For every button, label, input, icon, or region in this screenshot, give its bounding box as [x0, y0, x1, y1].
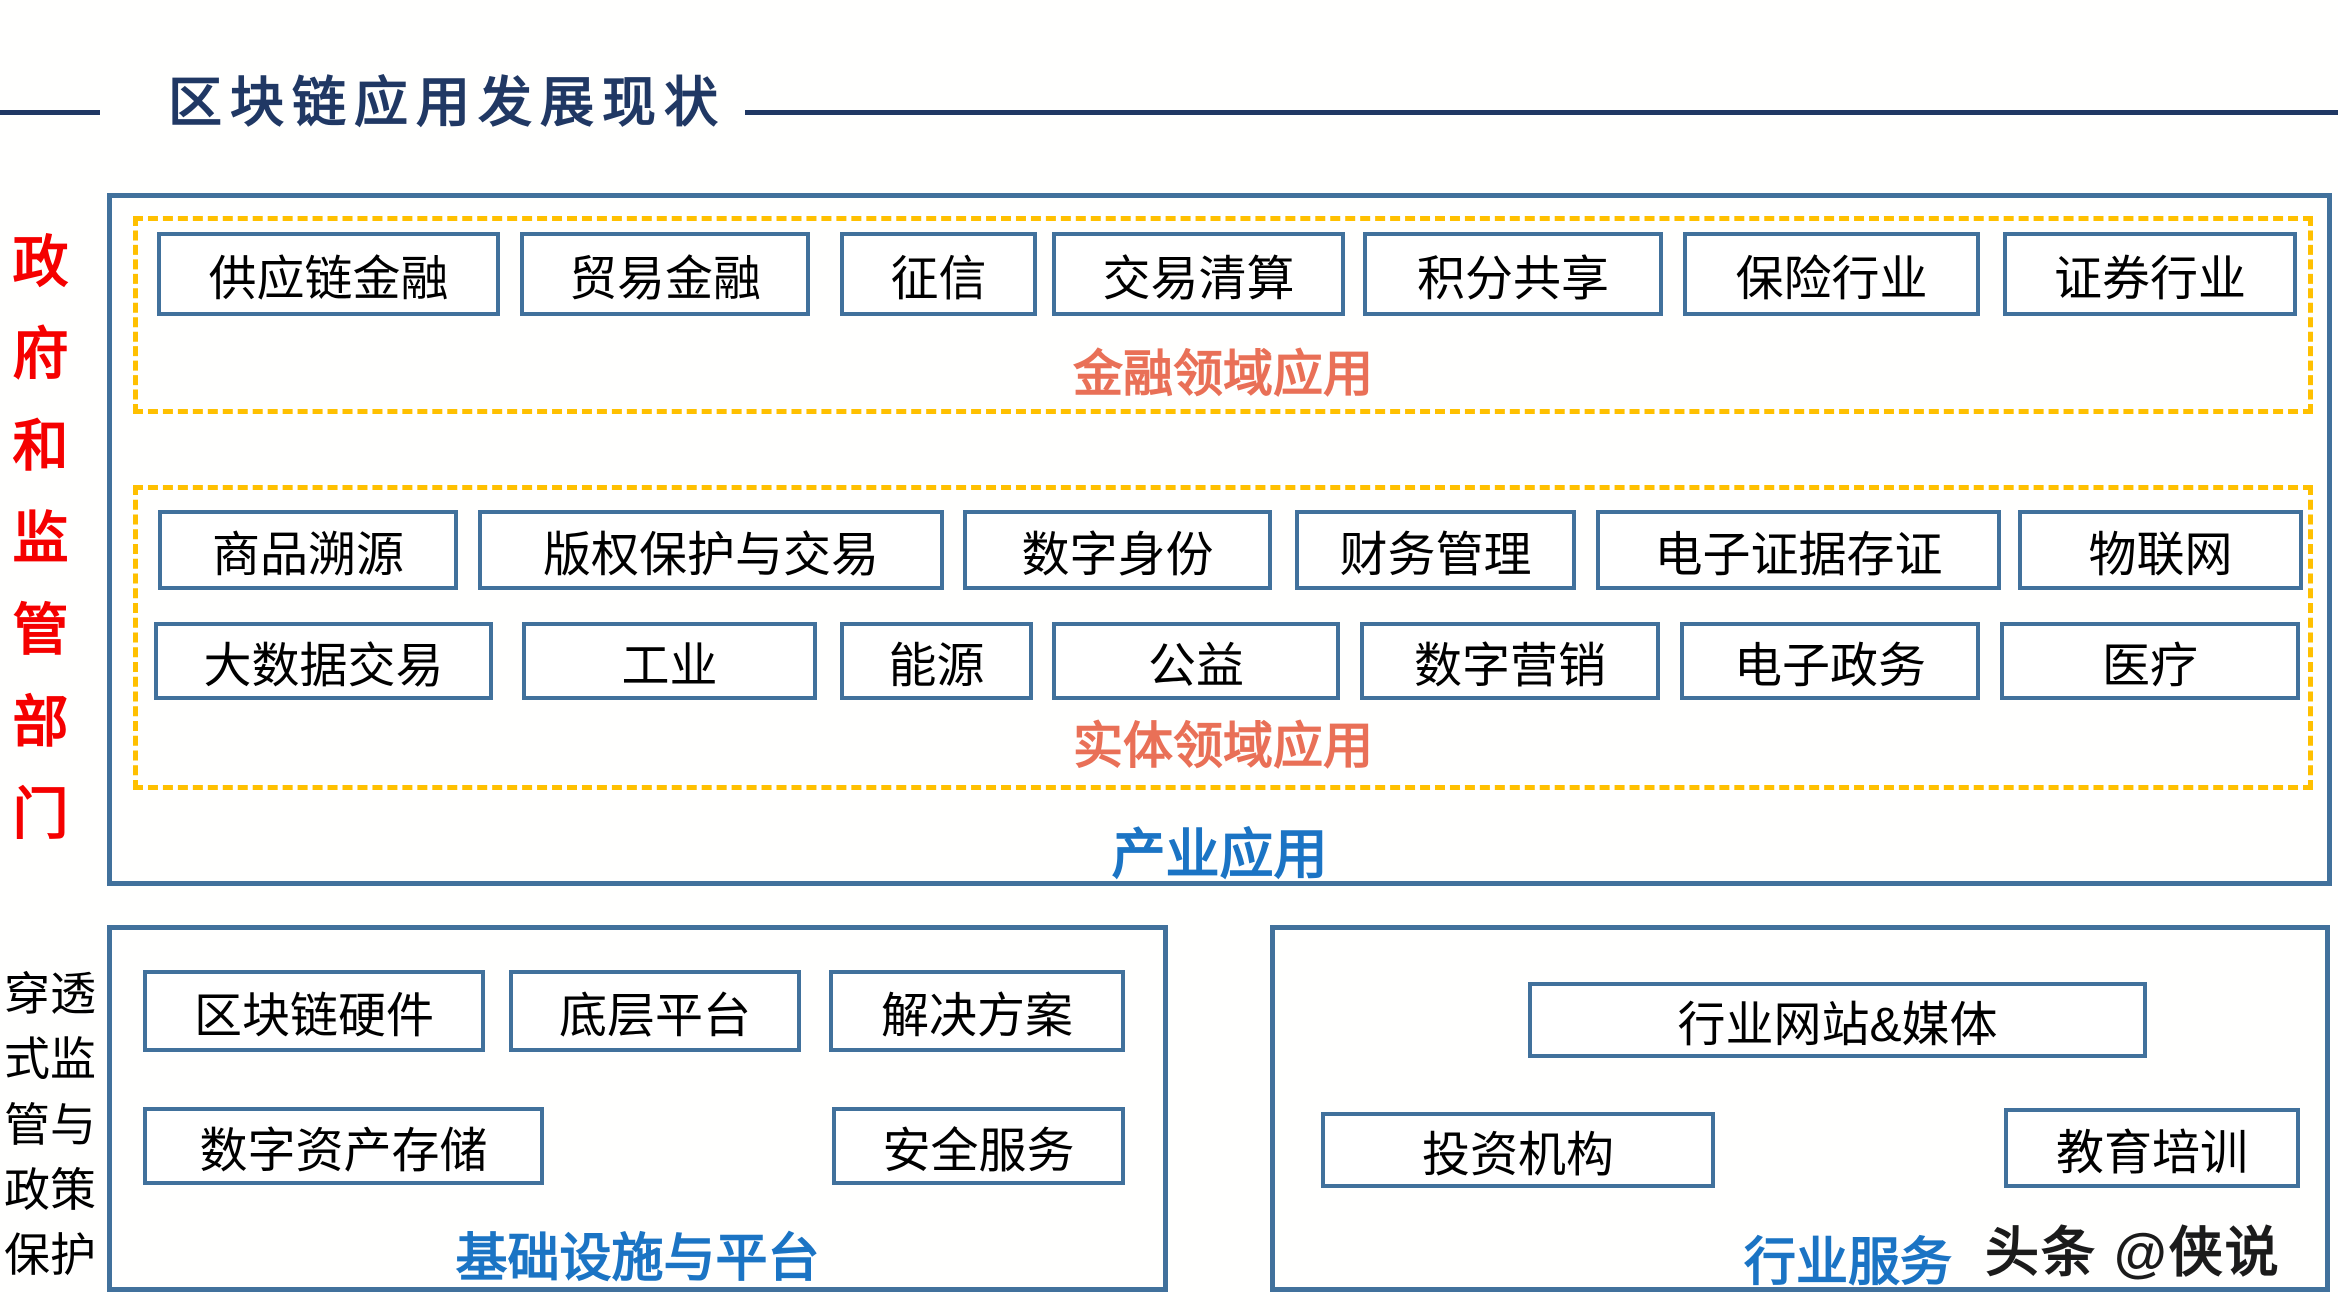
box-label: 交易清算: [1102, 253, 1295, 306]
box-electronic-evidence-deposit: 电子证据存证: [1596, 510, 2001, 590]
box-trade-finance: 贸易金融: [520, 232, 810, 316]
box-industry-website-media: 行业网站&媒体: [1528, 982, 2147, 1058]
box-education-training: 教育培训: [2004, 1108, 2300, 1188]
box-label: 公益: [1147, 640, 1244, 693]
box-insurance-industry: 保险行业: [1683, 232, 1980, 316]
box-label: 电子证据存证: [1654, 529, 1943, 582]
box-label: 数字身份: [1021, 529, 1214, 582]
box-label: 版权保护与交易: [542, 529, 879, 582]
box-digital-identity: 数字身份: [963, 510, 1272, 590]
infrastructure-frame: [107, 925, 1168, 1292]
box-label: 数字资产存储: [199, 1125, 488, 1178]
box-blockchain-hardware: 区块链硬件: [143, 970, 485, 1052]
entity-group-label: 实体领域应用: [1073, 718, 1373, 774]
box-solutions: 解决方案: [829, 970, 1125, 1052]
box-securities-industry: 证券行业: [2003, 232, 2297, 316]
box-investment-institutions: 投资机构: [1321, 1112, 1715, 1188]
box-big-data-trading: 大数据交易: [154, 622, 493, 700]
box-healthcare: 医疗: [2000, 622, 2300, 700]
box-energy: 能源: [840, 622, 1033, 700]
box-label: 底层平台: [558, 990, 751, 1043]
government-regulators-label: 政府和监管部门: [5, 232, 68, 876]
box-label: 证券行业: [2053, 253, 2246, 306]
box-e-government: 电子政务: [1680, 622, 1980, 700]
box-label: 财务管理: [1339, 529, 1532, 582]
box-base-platform: 底层平台: [509, 970, 801, 1052]
industry-services-label: 行业服务: [1743, 1234, 1952, 1292]
box-security-services: 安全服务: [832, 1107, 1125, 1185]
entity-group-frame: [133, 485, 2313, 790]
box-label: 工业: [621, 640, 718, 693]
industry-application-label: 产业应用: [1111, 825, 1328, 885]
industry-services-frame: [1270, 925, 2330, 1292]
box-label: 物联网: [2088, 529, 2233, 582]
box-financial-management: 财务管理: [1295, 510, 1576, 590]
box-label: 投资机构: [1421, 1129, 1614, 1182]
box-label: 供应链金融: [208, 253, 449, 306]
box-public-welfare: 公益: [1052, 622, 1340, 700]
industry-application-frame: [107, 193, 2332, 886]
supervision-policy-label: 穿透式监管与政策保护: [4, 968, 96, 1282]
box-label: 电子政务: [1733, 640, 1926, 693]
box-label: 医疗: [2101, 640, 2198, 693]
box-label: 积分共享: [1416, 253, 1609, 306]
box-credit-reporting: 征信: [840, 232, 1037, 316]
box-label: 商品溯源: [211, 529, 404, 582]
box-label: 行业网站&媒体: [1677, 999, 1998, 1052]
box-label: 征信: [890, 253, 987, 306]
box-trade-clearing: 交易清算: [1052, 232, 1345, 316]
box-digital-asset-storage: 数字资产存储: [143, 1107, 544, 1185]
box-label: 区块链硬件: [193, 990, 434, 1043]
watermark-text: 头条 @侠说: [1985, 1223, 2281, 1283]
box-label: 解决方案: [880, 990, 1073, 1043]
box-points-sharing: 积分共享: [1363, 232, 1663, 316]
box-industry: 工业: [522, 622, 817, 700]
box-label: 教育培训: [2055, 1127, 2248, 1180]
finance-group-frame: [133, 216, 2313, 414]
box-product-traceability: 商品溯源: [158, 510, 458, 590]
box-digital-marketing: 数字营销: [1360, 622, 1660, 700]
box-label: 数字营销: [1413, 640, 1606, 693]
title-rule-left: [0, 110, 100, 115]
box-copyright-protection-trading: 版权保护与交易: [478, 510, 944, 590]
title-rule-right: [745, 110, 2338, 115]
box-label: 安全服务: [882, 1125, 1075, 1178]
box-label: 保险行业: [1735, 253, 1928, 306]
box-supply-chain-finance: 供应链金融: [157, 232, 500, 316]
infrastructure-label: 基础设施与平台: [455, 1230, 820, 1288]
box-label: 贸易金融: [568, 253, 761, 306]
box-iot: 物联网: [2018, 510, 2303, 590]
box-label: 能源: [888, 640, 985, 693]
finance-group-label: 金融领域应用: [1073, 346, 1373, 402]
box-label: 大数据交易: [203, 640, 444, 693]
page-title: 区块链应用发展现状: [168, 73, 726, 133]
